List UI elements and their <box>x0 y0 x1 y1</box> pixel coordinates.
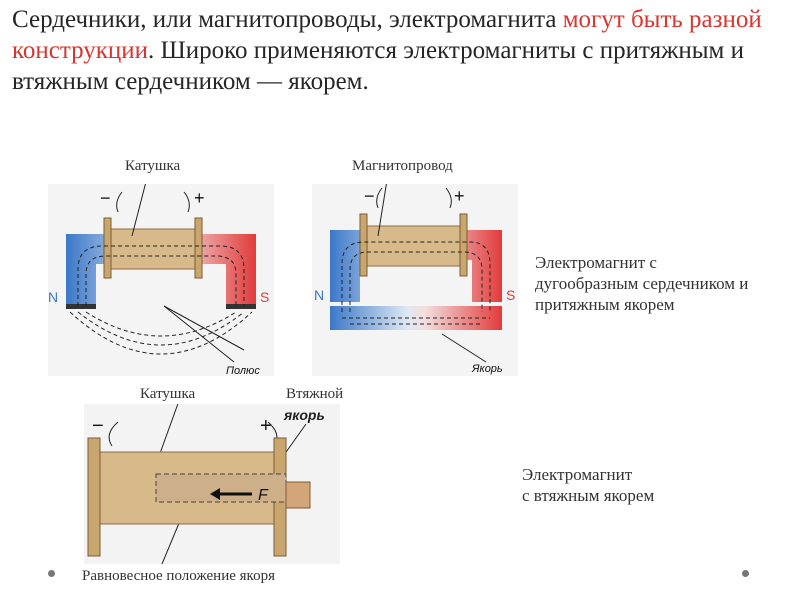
minus-sign-1: − <box>100 188 111 208</box>
slide-dot-right <box>742 570 749 577</box>
slide-heading: Сердечники, или магнитопроводы, электром… <box>12 4 792 97</box>
caption-arc-line-2: дугообразным сердечником и <box>535 274 749 293</box>
figure-closed-core: − + N S Якорь <box>312 184 518 376</box>
armature-label: Якорь <box>471 363 503 375</box>
figure-plunger-magnet: якорь F − + <box>84 404 340 564</box>
caption-plunger-magnet: Электромагнит с втяжным якорем <box>522 464 654 506</box>
minus-sign-3: − <box>92 415 104 437</box>
label-plunger-2: якорь <box>283 407 325 423</box>
label-plunger-1: Втяжной <box>286 386 344 402</box>
pole-n-2: N <box>314 287 324 303</box>
caption-arc-line-1: Электромагнит с <box>535 253 657 272</box>
pole-s-2: S <box>506 287 515 303</box>
plus-sign-2: + <box>454 186 465 206</box>
caption-arc-magnet: Электромагнит с дугообразным сердечником… <box>535 252 748 315</box>
figure-horseshoe-magnet: − + N S Полюс <box>48 184 274 376</box>
label-coil-bottom: Катушка <box>140 386 196 402</box>
pole-s-1: S <box>260 289 269 305</box>
plus-sign-1: + <box>194 188 205 208</box>
heading-text-2: . Широко применяются электромагниты с пр… <box>12 37 744 95</box>
caption-plunger-line-2: с втяжным якорем <box>522 486 655 505</box>
caption-plunger-line-1: Электромагнит <box>522 465 633 484</box>
slide-dot-left <box>48 570 55 577</box>
heading-text-1: Сердечники, или магнитопроводы, электром… <box>12 6 563 33</box>
pole-n-1: N <box>48 289 58 305</box>
caption-arc-line-3: притяжным якорем <box>535 295 675 314</box>
label-magnetic-core: Магнитопровод <box>352 158 453 174</box>
plus-sign-3: + <box>260 415 272 437</box>
label-equilibrium: Равновесное положение якоря <box>82 568 275 584</box>
heading-highlight: могут быть разной конструкции <box>12 6 762 64</box>
force-label: F <box>258 487 269 504</box>
label-coil-top: Катушка <box>125 158 181 174</box>
minus-sign-2: − <box>364 186 375 206</box>
pole-label: Полюс <box>226 365 260 376</box>
